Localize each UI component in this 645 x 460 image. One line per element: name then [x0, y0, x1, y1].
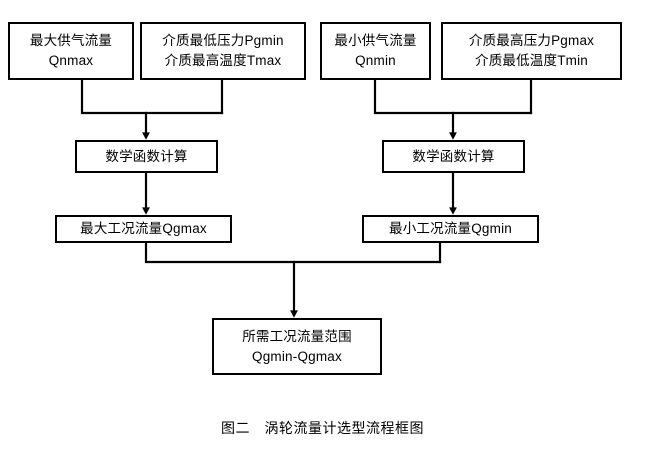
node-min-supply-flow[interactable]: 最小供气流量 Qnmin: [320, 22, 431, 80]
node-max-supply-flow[interactable]: 最大供气流量 Qnmax: [8, 22, 134, 80]
node-max-working-flow-qgmax[interactable]: 最大工况流量Qgmax: [55, 215, 232, 243]
edge-qnmin-to-calc-right: [373, 78, 533, 115]
node-min-supply-flow-line2: Qnmin: [355, 53, 396, 68]
node-required-flow-range-line1: 所需工况流量范围: [242, 328, 352, 344]
node-max-pressure-min-temp-line1: 介质最高压力Pgmax: [468, 33, 595, 49]
node-math-calculation-right-label: 数学函数计算: [412, 148, 495, 164]
node-max-pressure-min-temp[interactable]: 介质最高压力Pgmax 介质最低温度Tmin: [441, 22, 622, 80]
node-min-pressure-max-temp[interactable]: 介质最低压力Pgmin 介质最高温度Tmax: [140, 22, 306, 80]
node-math-calculation-left[interactable]: 数学函数计算: [75, 140, 218, 173]
node-min-working-flow-qgmin[interactable]: 最小工况流量Qgmin: [362, 215, 539, 243]
node-min-pressure-max-temp-line1: 介质最低压力Pgmin: [162, 33, 284, 49]
edge-qgmax-to-result: [144, 241, 442, 264]
node-required-flow-range-line2: Qgmin-Qgmax: [252, 348, 342, 364]
node-max-supply-flow-line1: 最大供气流量: [29, 33, 113, 49]
node-min-supply-flow-line1: 最小供气流量: [334, 33, 417, 49]
node-max-working-flow-qgmax-label: 最大工况流量Qgmax: [80, 221, 207, 237]
figure-caption: 图二 涡轮流量计选型流程框图: [221, 420, 424, 436]
node-max-pressure-min-temp-line2: 介质最低温度Tmin: [475, 53, 588, 68]
node-min-pressure-max-temp-line2: 介质最高温度Tmax: [164, 53, 282, 68]
node-math-calculation-right[interactable]: 数学函数计算: [382, 140, 525, 173]
edge-qnmax-to-calc-left: [80, 78, 224, 115]
node-max-supply-flow-line2: Qnmax: [48, 53, 94, 68]
node-min-working-flow-qgmin-label: 最小工况流量Qgmin: [389, 221, 512, 237]
node-required-flow-range[interactable]: 所需工况流量范围 Qgmin-Qgmax: [212, 318, 382, 375]
node-math-calculation-left-label: 数学函数计算: [105, 148, 188, 164]
